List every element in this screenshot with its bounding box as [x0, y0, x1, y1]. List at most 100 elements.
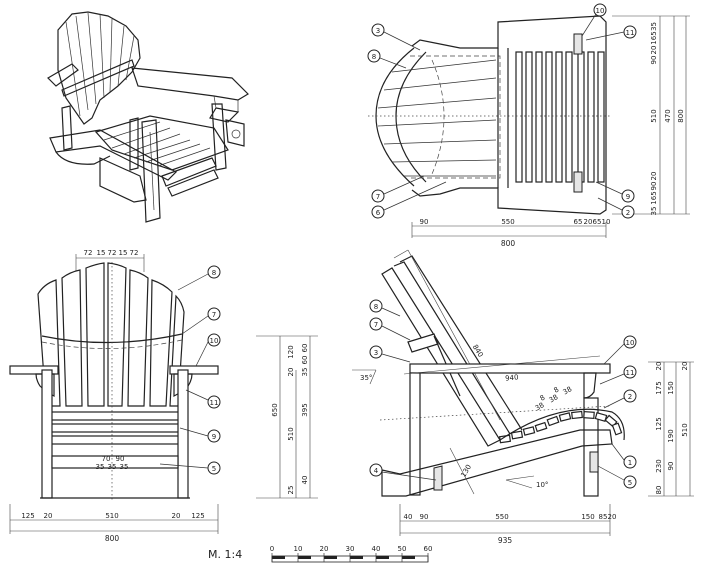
- height-dim-40: 40: [301, 476, 309, 485]
- front-right-leg: [177, 369, 189, 499]
- seat-slats-side: [498, 410, 623, 444]
- front-bottom-dim-5: 125: [191, 512, 204, 520]
- scale-tick-50: 50: [398, 545, 407, 553]
- balloon-7-side: 7: [374, 321, 378, 329]
- slat-dim-4: 8: [553, 386, 561, 395]
- scale-tick-10: 10: [294, 545, 303, 553]
- front-seat-dim-3: 35: [96, 463, 105, 471]
- front-left-leg: [41, 369, 53, 499]
- side-right-dim-4: 150: [667, 381, 675, 394]
- backrest-outline: [57, 11, 141, 125]
- side-seat-depth: 130: [459, 463, 473, 479]
- top-view: 35 165 20 90 510 470 800 20 90 165 35 90…: [368, 15, 690, 248]
- front-seat-dim-4: 35: [108, 463, 117, 471]
- armrest: [131, 67, 249, 101]
- side-right-dim-8: 230: [655, 459, 663, 472]
- scale-tick-60: 60: [424, 545, 433, 553]
- scale-label: M. 1:4: [208, 548, 243, 561]
- top-bottom-dim-1: 90: [420, 218, 429, 226]
- front-bottom-dim-3: 510: [105, 512, 118, 520]
- height-dim-20: 20: [287, 368, 295, 377]
- balloon-11-side: 11: [626, 369, 635, 377]
- balloon-11-top: 11: [626, 29, 635, 37]
- top-right-dim-10: 165: [650, 191, 658, 204]
- side-bottom-dim-5: 85: [599, 513, 608, 521]
- front-seat-dim-2: 90: [116, 455, 125, 463]
- scale-bar: 0 10 20 30 40 50 60: [270, 545, 433, 563]
- seat-angle: 10°: [536, 481, 548, 489]
- scale-tick-20: 20: [320, 545, 329, 553]
- front-bottom-dim-1: 125: [21, 512, 34, 520]
- top-outline: [411, 15, 607, 215]
- side-bottom-dim-4: 150: [581, 513, 594, 521]
- front-back-slats: [37, 262, 185, 407]
- slat-dim-2: 8: [539, 394, 547, 403]
- side-right-dim-10: 80: [655, 486, 663, 495]
- height-dims: 650 510 395 120 60 60 20 35 25 40: [256, 335, 318, 499]
- front-top-dim-3: 72: [108, 249, 117, 257]
- top-bottom-dim-3: 65: [574, 218, 583, 226]
- balloon-2-side: 2: [628, 393, 632, 401]
- side-view: 130 10° 35° 840 940 38 8 38 8 38 20 20 1…: [352, 249, 694, 545]
- side-back-length: 840: [471, 343, 485, 359]
- top-right-dim-11: 35: [650, 207, 658, 216]
- balloon-11-front: 11: [210, 399, 219, 407]
- scale-tick-0: 0: [270, 545, 274, 553]
- balloon-1-side: 1: [628, 459, 632, 467]
- top-right-dim-3: 20: [650, 46, 658, 55]
- side-right-dim-6: 190: [667, 429, 675, 442]
- side-right-dim-3: 175: [655, 381, 663, 394]
- balloon-2-top: 2: [626, 209, 630, 217]
- height-dim-25: 25: [287, 486, 295, 495]
- balloon-5-front: 5: [212, 465, 216, 473]
- front-top-dim-2: 15: [97, 249, 106, 257]
- slat-dim-1: 38: [534, 401, 546, 412]
- side-right-dim-7: 510: [681, 423, 689, 436]
- height-dim-510: 510: [287, 427, 295, 440]
- top-bottom-dim-5: 65: [593, 218, 602, 226]
- balloon-7-top: 7: [376, 193, 380, 201]
- side-bottom-dim-6: 20: [608, 513, 617, 521]
- top-right-dim-9: 90: [650, 182, 658, 191]
- front-left-arm: [9, 365, 59, 375]
- balloon-9-front: 9: [212, 433, 216, 441]
- balloon-10-side: 10: [626, 339, 635, 347]
- top-right-dim-8: 20: [650, 172, 658, 181]
- side-back: [381, 267, 501, 447]
- front-view: 72 15 72 15 72 7: [9, 249, 219, 543]
- side-right-dim-2: 20: [681, 362, 689, 371]
- slat-dim-5: 38: [562, 385, 574, 396]
- front-top-dim-4: 15: [119, 249, 128, 257]
- top-right-dim-2: 165: [650, 31, 658, 44]
- front-top-dim-1: 72: [84, 249, 93, 257]
- side-bottom-dim-2: 90: [420, 513, 429, 521]
- height-dim-60a: 60: [301, 344, 309, 353]
- height-dim-35: 35: [301, 368, 309, 377]
- top-right-dim-7: 800: [677, 109, 685, 122]
- seat: [94, 115, 229, 171]
- balloon-10-front: 10: [210, 337, 219, 345]
- balloon-8-front: 8: [212, 269, 216, 277]
- balloon-3-top: 3: [376, 27, 380, 35]
- side-arm-length: 940: [505, 373, 519, 382]
- height-dim-395: 395: [301, 403, 309, 416]
- balloon-5-side: 5: [628, 479, 632, 487]
- back-angle: 35°: [360, 374, 372, 382]
- perspective-view: [47, 11, 249, 223]
- top-right-dim-4: 90: [650, 56, 658, 65]
- side-bottom-dim-1: 40: [404, 513, 413, 521]
- front-top-dim-5: 72: [130, 249, 139, 257]
- height-dim-60b: 60: [301, 356, 309, 365]
- top-bottom-dim-4: 20: [584, 218, 593, 226]
- height-dim-120: 120: [287, 345, 295, 358]
- part-balloons: 3 8 10 11 7 6 9 2 8 7 10 11 9 5 8 7 3: [159, 3, 637, 489]
- top-bottom-dim-2: 550: [501, 218, 514, 226]
- balloon-8-side: 8: [374, 303, 378, 311]
- balloon-6-top: 6: [376, 209, 381, 217]
- balloon-9-top: 9: [626, 193, 630, 201]
- side-bottom-dim-3: 550: [495, 513, 508, 521]
- side-right-dim-9: 90: [667, 462, 675, 471]
- top-bottom-dim-6: 10: [602, 218, 611, 226]
